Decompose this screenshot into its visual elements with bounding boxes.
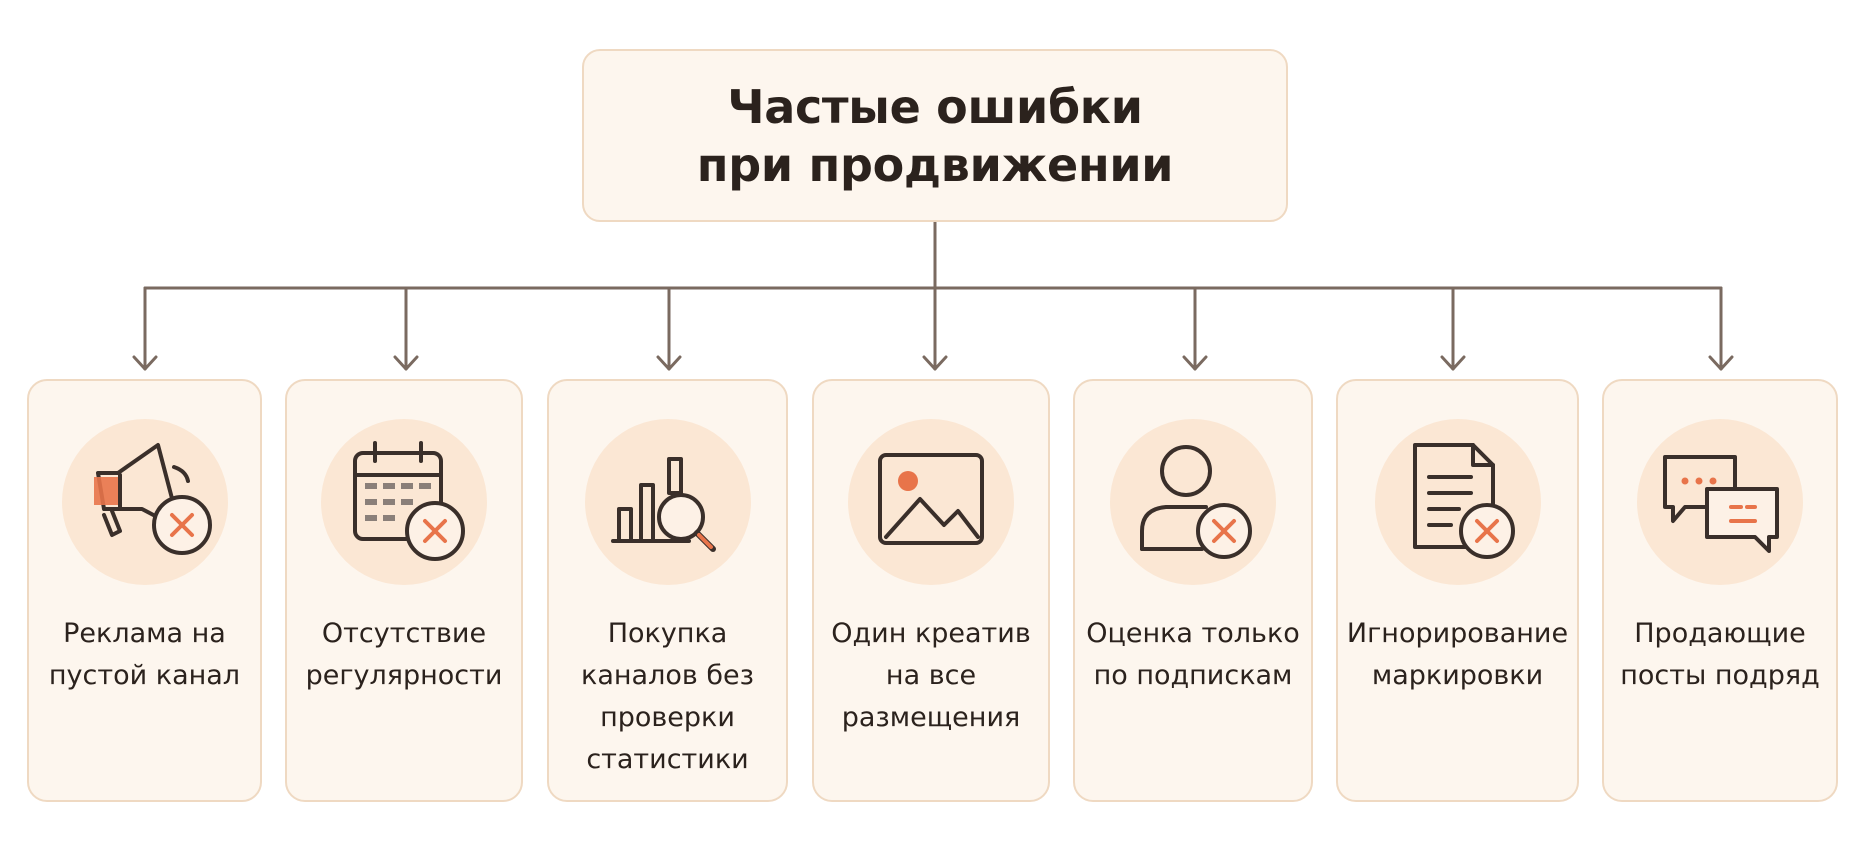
arrow-4 <box>922 286 948 371</box>
icon-background <box>1110 419 1276 585</box>
card-label: Реклама на пустой канал <box>48 618 241 691</box>
card-single-creative: Один креатив на все размещения <box>812 379 1050 802</box>
card-no-regularity: Отсутствие регулярности <box>285 379 523 802</box>
icon-background <box>584 419 751 585</box>
arrow-7 <box>1708 286 1734 371</box>
card-label: Продающие посты подряд <box>1620 618 1820 691</box>
card-empty-channel-ads: Реклама на пустой канал <box>27 379 262 802</box>
card-label: Покупка каналов без проверки статистики <box>581 618 754 775</box>
arrow-5 <box>1182 286 1208 371</box>
document-x-icon <box>1412 443 1515 559</box>
card-buying-unchecked-channels: Покупка каналов без проверки статистики <box>547 379 788 802</box>
icon-background <box>61 419 228 585</box>
chat-bubbles-icon <box>1663 455 1779 553</box>
user-x-icon <box>1140 445 1252 559</box>
icon-background <box>1637 419 1803 585</box>
card-label: Игнорирование маркировки <box>1346 618 1569 691</box>
calendar-x-icon <box>353 441 465 561</box>
card-subscribers-only: Оценка только по подпискам <box>1073 379 1313 802</box>
card-label: Отсутствие регулярности <box>305 618 503 691</box>
card-ignoring-labeling: Игнорирование маркировки <box>1336 379 1579 802</box>
arrow-2 <box>393 286 419 371</box>
arrow-1 <box>132 286 158 371</box>
arrow-3 <box>656 286 682 371</box>
arrow-6 <box>1440 286 1466 371</box>
card-consecutive-sales-posts: Продающие посты подряд <box>1602 379 1838 802</box>
icon-background <box>321 419 487 585</box>
image-icon <box>878 453 984 545</box>
card-label: Оценка только по подпискам <box>1086 618 1300 691</box>
diagram-title: Частые ошибки при продвижении <box>696 79 1174 192</box>
chart-magnifier-icon <box>610 457 716 552</box>
title-box: Частые ошибки при продвижении <box>582 49 1288 222</box>
icon-background <box>848 419 1014 585</box>
megaphone-x-icon <box>93 443 212 555</box>
icon-background <box>1374 419 1541 585</box>
card-label: Один креатив на все размещения <box>831 618 1031 733</box>
